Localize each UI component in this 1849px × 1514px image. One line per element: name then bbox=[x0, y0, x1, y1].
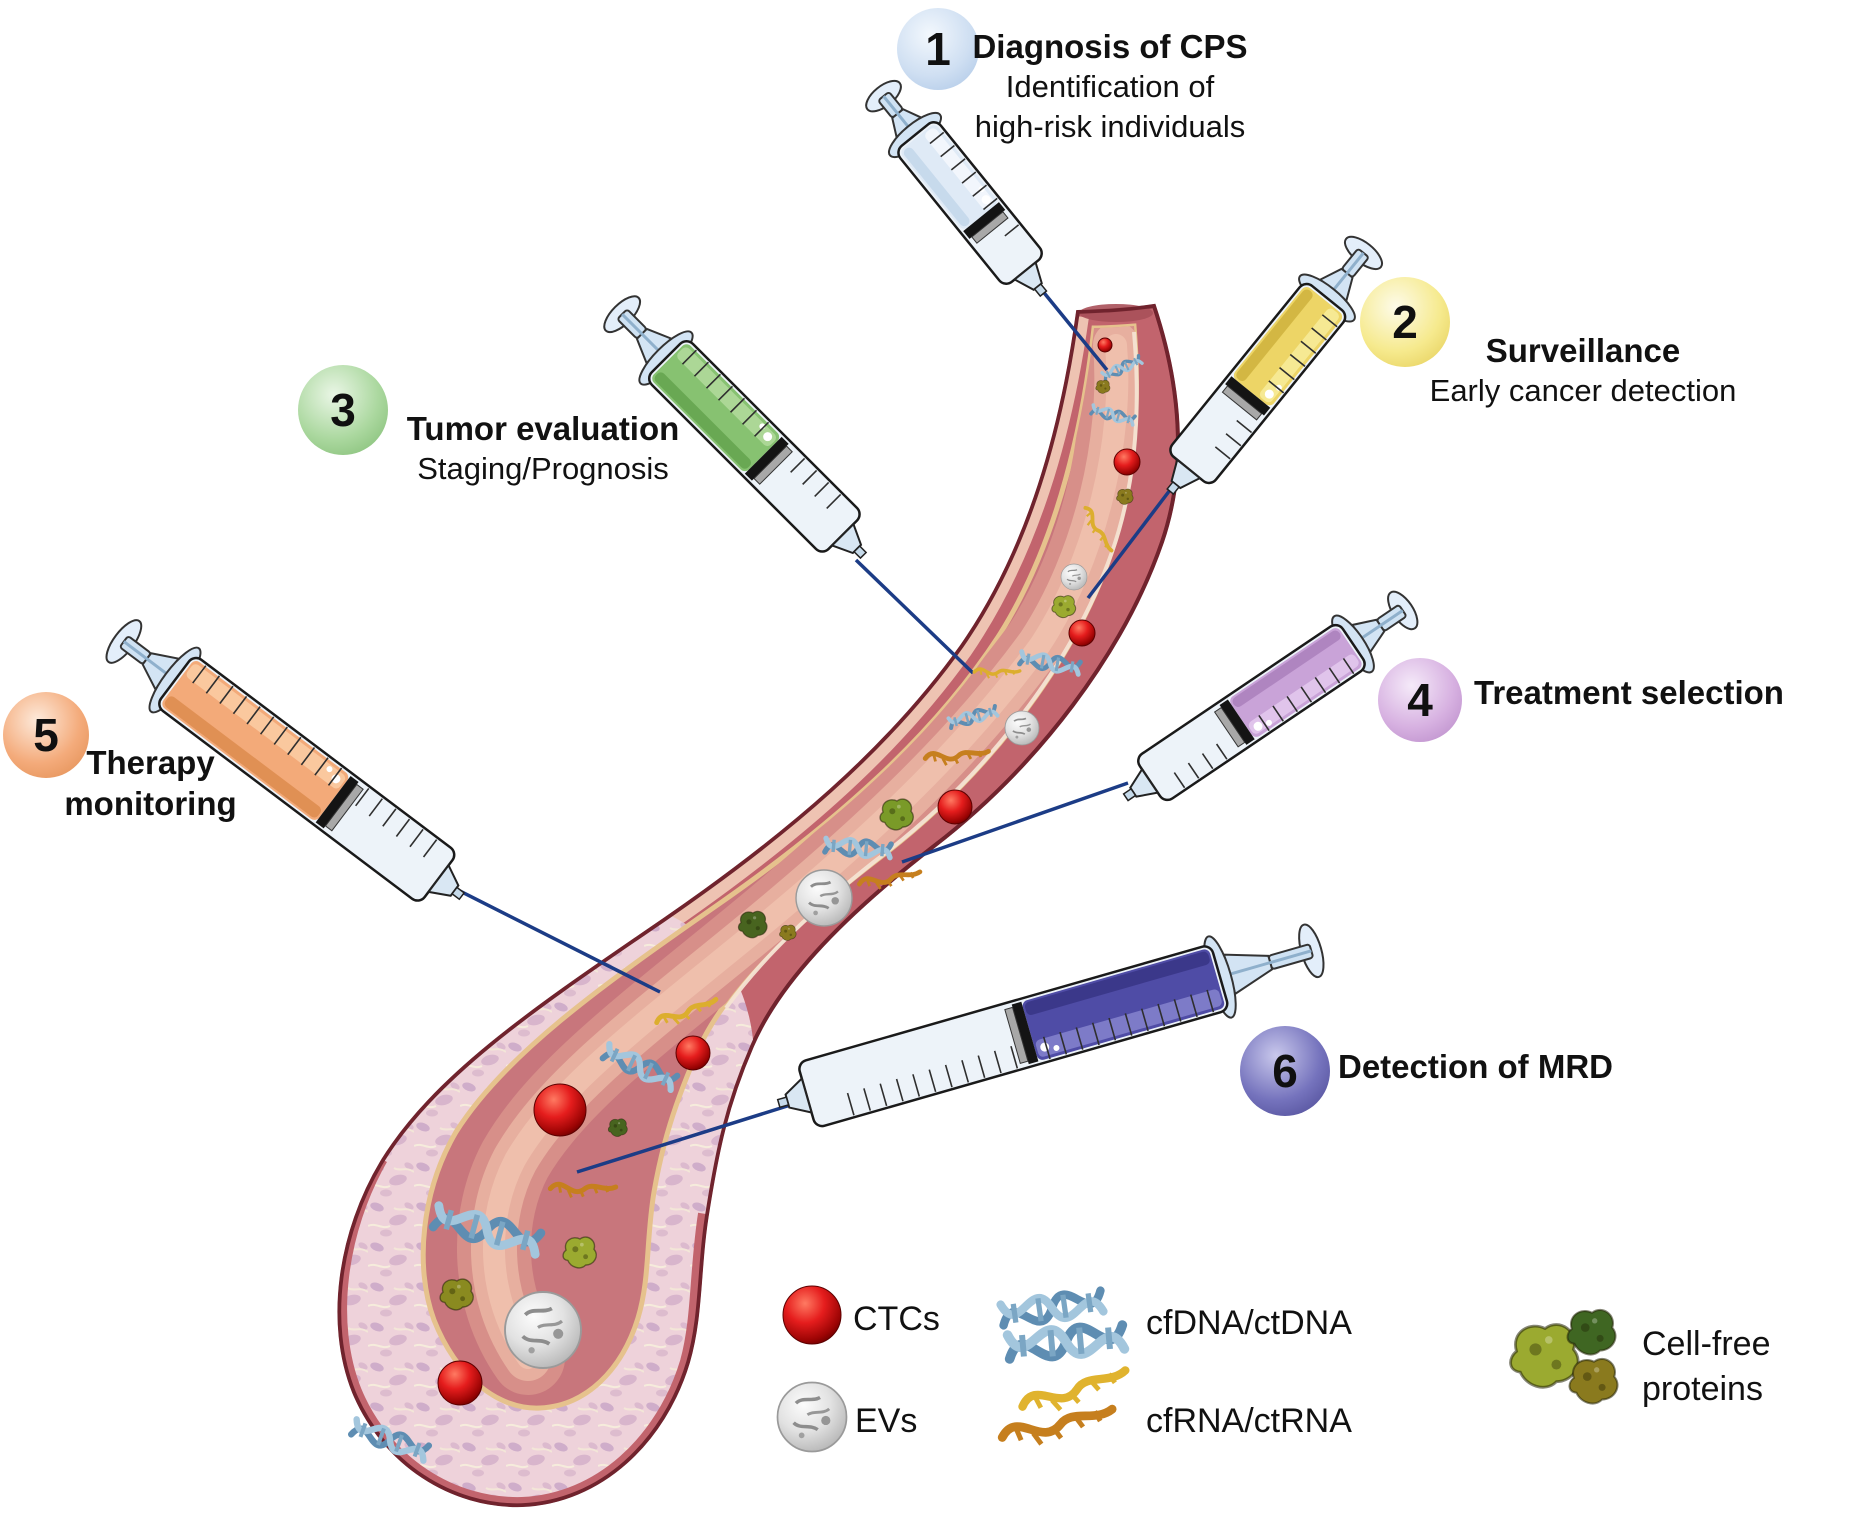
annotation-1-title: Diagnosis of CPS bbox=[972, 28, 1248, 65]
badge-2-number: 2 bbox=[1392, 296, 1418, 348]
needle-2 bbox=[1086, 488, 1172, 600]
ev-particle bbox=[503, 1290, 583, 1370]
annotation-treatment-selection: Treatment selection bbox=[1474, 672, 1849, 713]
badge-1: 1 bbox=[897, 8, 979, 90]
annotation-6-title: Detection of MRD bbox=[1338, 1048, 1613, 1085]
syringe-5-therapy-monitoring bbox=[105, 619, 466, 902]
legend-icons bbox=[775, 1285, 1619, 1454]
needle-3 bbox=[854, 558, 975, 675]
legend-label-cfdna: cfDNA/ctDNA bbox=[1146, 1304, 1352, 1342]
annotation-surveillance: Surveillance Early cancer detection bbox=[1398, 330, 1768, 411]
syringe-4-treatment-selection bbox=[1122, 590, 1419, 802]
needle-4 bbox=[901, 781, 1129, 864]
badge-1-number: 1 bbox=[925, 23, 951, 75]
protein-blob-icon bbox=[1568, 1357, 1619, 1405]
legend-label-proteins: Cell-free proteins bbox=[1642, 1325, 1771, 1408]
syringe-2-surveillance bbox=[1166, 235, 1384, 496]
circulating-biomarkers bbox=[351, 337, 1144, 1461]
ev-particle bbox=[794, 868, 854, 928]
ctc-cell bbox=[437, 1360, 483, 1406]
ctc-cell bbox=[1068, 619, 1096, 647]
legend-label-ctcs: CTCs bbox=[853, 1300, 940, 1338]
syringe-1-diagnosis bbox=[865, 79, 1048, 298]
badge-6: 6 bbox=[1240, 1026, 1330, 1116]
badge-5: 5 bbox=[3, 692, 89, 778]
badge-4-number: 4 bbox=[1407, 674, 1433, 726]
ev-particle bbox=[1060, 563, 1088, 591]
annotation-1-subtitle-line1: Identification of bbox=[1005, 69, 1215, 104]
annotation-4-title: Treatment selection bbox=[1474, 674, 1784, 711]
badge-3-number: 3 bbox=[330, 384, 356, 436]
annotation-1-subtitle-line2: high-risk individuals bbox=[974, 109, 1246, 144]
ctc-cell bbox=[937, 789, 973, 825]
badge-6-number: 6 bbox=[1272, 1045, 1298, 1097]
badge-2: 2 bbox=[1360, 277, 1450, 367]
annotation-2-subtitle: Early cancer detection bbox=[1429, 373, 1737, 408]
legend-label-evs: EVs bbox=[855, 1402, 918, 1440]
badge-5-number: 5 bbox=[33, 709, 59, 761]
badge-4: 4 bbox=[1378, 658, 1462, 742]
annotation-3-subtitle: Staging/Prognosis bbox=[417, 451, 669, 486]
annotation-5-title-line2: monitoring bbox=[64, 785, 237, 822]
ev-sphere-icon bbox=[775, 1380, 849, 1454]
annotation-diagnosis-cps: Diagnosis of CPS Identification of high-… bbox=[950, 26, 1270, 147]
rna-strand-icon bbox=[1001, 1409, 1114, 1446]
needle-6 bbox=[576, 1100, 801, 1174]
syringe-6-mrd bbox=[776, 923, 1325, 1128]
ctc-cell bbox=[1097, 337, 1113, 353]
annotation-tumor-evaluation: Tumor evaluation Staging/Prognosis bbox=[378, 408, 708, 489]
syringe-3-tumor-evaluation bbox=[603, 295, 868, 560]
ev-particle bbox=[1004, 710, 1040, 746]
annotation-2-title: Surveillance bbox=[1485, 332, 1681, 369]
ctc-cell bbox=[1113, 448, 1141, 476]
annotation-detection-mrd: Detection of MRD bbox=[1338, 1046, 1738, 1087]
badge-3: 3 bbox=[298, 365, 388, 455]
needle-5 bbox=[447, 883, 661, 994]
ctc-cell bbox=[675, 1035, 711, 1071]
dna-helix-icon bbox=[1007, 1324, 1124, 1361]
legend-label-cfrna: cfRNA/ctRNA bbox=[1146, 1402, 1352, 1440]
annotation-3-title: Tumor evaluation bbox=[406, 410, 680, 447]
annotation-5-title-line1: Therapy bbox=[86, 744, 215, 781]
dna-helix-icon bbox=[1000, 1289, 1103, 1326]
annotation-therapy-monitoring: Therapy monitoring bbox=[58, 742, 243, 824]
ctc-sphere-icon bbox=[782, 1285, 842, 1345]
ctc-cell bbox=[533, 1083, 587, 1137]
